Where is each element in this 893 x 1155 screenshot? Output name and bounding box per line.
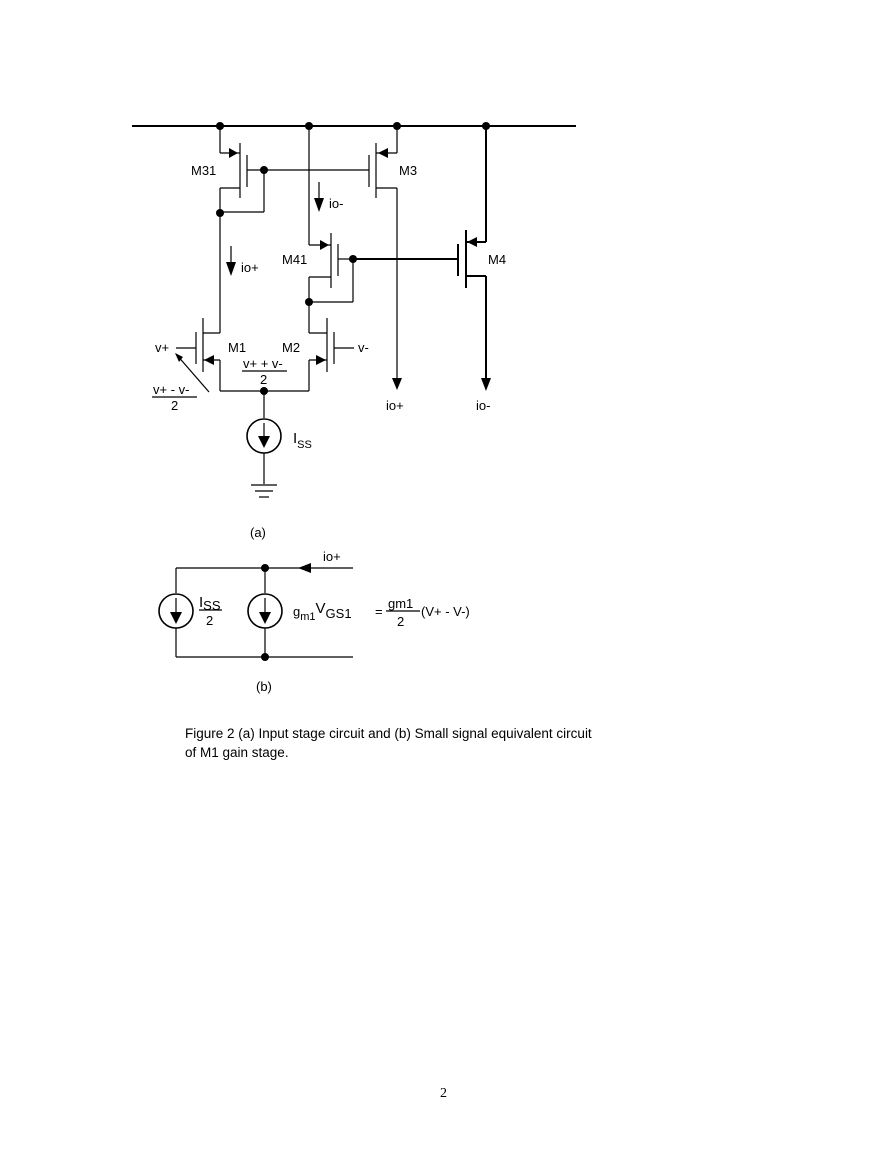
transistor-m41 [305, 233, 357, 306]
junction-dot [261, 653, 269, 661]
label-iss-num: ISS [199, 594, 221, 613]
ground-symbol [251, 484, 277, 498]
current-source-iss-half [158, 593, 194, 629]
transistor-m31 [216, 126, 268, 217]
label-gm-tail: (V+ - V-) [421, 604, 470, 619]
label-io-plus-b: io+ [323, 549, 341, 564]
current-arrow-io-plus [226, 262, 236, 276]
label-v-minus: v- [358, 340, 369, 355]
label-m3: M3 [399, 163, 417, 178]
label-m4: M4 [488, 252, 506, 267]
current-source-iss [246, 418, 282, 484]
transistor-m3 [368, 126, 402, 390]
label-gm-num: gm1 [388, 596, 413, 611]
label-equals: = [375, 604, 383, 619]
label-v-plus: v+ [155, 340, 169, 355]
label-io-plus-branch: io+ [241, 260, 259, 275]
transistor-m2 [308, 318, 354, 391]
label-panel-a: (a) [250, 525, 266, 540]
figure-a: M31 M3 io- M41 M4 io+ v+ M1 M2 v- v+ + v… [132, 122, 576, 540]
transistor-m4 [457, 126, 491, 391]
label-common-mode-num: v+ + v- [243, 356, 283, 371]
label-out-io-minus: io- [476, 398, 490, 413]
figure-b: io+ ISS 2 gm1VGS1 = gm1 2 (V+ - V-) (b) [158, 549, 470, 694]
label-io-minus-mirror: io- [329, 196, 343, 211]
label-m1: M1 [228, 340, 246, 355]
label-out-io-plus: io+ [386, 398, 404, 413]
label-m31: M31 [191, 163, 216, 178]
label-diff-num: v+ - v- [153, 382, 189, 397]
diff-input-arrow [175, 353, 210, 393]
label-diff-den: 2 [171, 398, 178, 413]
junction-dot [261, 564, 269, 572]
current-source-gm1 [247, 593, 283, 629]
label-gm1-vgs1: gm1VGS1 [293, 600, 352, 623]
label-iss: ISS [293, 430, 312, 451]
current-arrow-io-plus-b [298, 563, 311, 573]
label-gm-den: 2 [397, 614, 404, 629]
current-arrow-io-minus [314, 198, 324, 212]
transistor-m1 [176, 318, 221, 391]
page-number: 2 [440, 1086, 447, 1101]
label-common-mode-den: 2 [260, 372, 267, 387]
label-iss-den: 2 [206, 613, 213, 628]
label-panel-b: (b) [256, 679, 272, 694]
label-m2: M2 [282, 340, 300, 355]
figure-caption: Figure 2 (a) Input stage circuit and (b)… [185, 726, 592, 760]
label-m41: M41 [282, 252, 307, 267]
